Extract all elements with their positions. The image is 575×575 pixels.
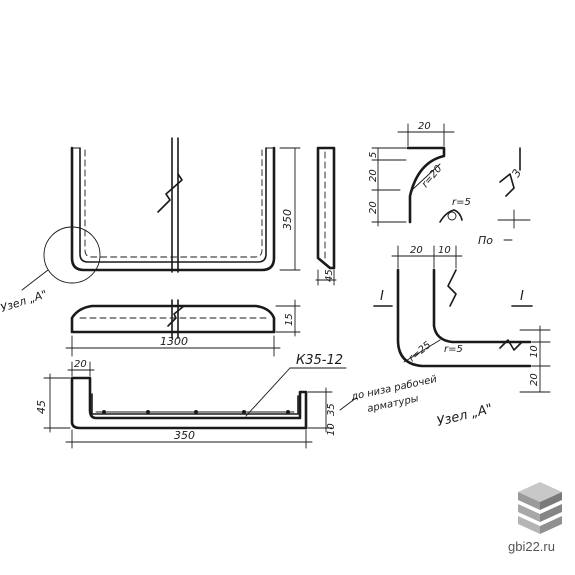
logo-layer-bot-right xyxy=(540,516,562,534)
dim-node-a-r2: r=5 xyxy=(444,344,463,355)
dim-node-a-w1: 20 xyxy=(410,245,423,256)
brand-logo xyxy=(518,482,562,534)
plan-break-zigzag xyxy=(157,173,183,213)
dt-small-circle xyxy=(447,211,457,221)
logo-layer-mid-left xyxy=(518,504,540,522)
node-a-ref-label: Узел „А" xyxy=(0,288,49,315)
dim-node-top-w: 20 xyxy=(418,121,431,132)
dim-node-a-h1: 10 xyxy=(529,345,540,358)
rebar-dot-5 xyxy=(286,410,290,414)
logo-layer-mid-right xyxy=(540,504,562,522)
rebar-leader xyxy=(245,367,291,417)
dt-profile xyxy=(406,146,446,224)
elevation-outline xyxy=(70,304,276,334)
po-label: По xyxy=(478,234,493,247)
rebar-dot-4 xyxy=(242,410,246,414)
node-a-detail: 20 10 I I r=25 r=5 10 20 Узел „А" xyxy=(373,245,551,430)
dim-plan-width: 1300 xyxy=(160,335,188,348)
dim-elev-offset: 15 xyxy=(284,313,295,326)
logo-layer-top-right xyxy=(540,492,562,510)
dim-node-a-h2: 20 xyxy=(529,373,540,386)
note-leader xyxy=(339,397,357,411)
rebar-dot-2 xyxy=(146,410,150,414)
rebar-dot-3 xyxy=(194,410,198,414)
section-outline xyxy=(70,376,308,430)
plan-outline-inner xyxy=(79,147,267,263)
brand-site: gbi22.ru xyxy=(508,539,555,554)
dim-node-top-h3: 20 xyxy=(368,201,379,214)
side-profile: 45 xyxy=(315,146,337,286)
na-outer-profile xyxy=(396,268,532,368)
node-a-callout-circle xyxy=(43,226,101,284)
dim-section-width: 350 xyxy=(174,429,195,442)
dim-node-small-r: r=5 xyxy=(452,197,471,208)
plan-view: Узел „А" 350 xyxy=(0,137,301,315)
dim-section-bottom: 10 xyxy=(326,423,337,436)
dim-plan-height: 350 xyxy=(281,209,294,230)
dim-node-top-h2: 20 xyxy=(368,169,379,182)
plan-outline-outer xyxy=(70,146,276,272)
rebar-mark-label: К35-12 xyxy=(296,353,343,368)
elevation-view: 15 1300 xyxy=(65,299,301,357)
dim-section-depth: 45 xyxy=(35,400,48,414)
logo-layer-bot-left xyxy=(518,516,540,534)
side-profile-outline xyxy=(316,146,336,270)
dim-section-right-h: 35 xyxy=(326,403,337,416)
plan-rebar-line xyxy=(84,149,263,258)
rebar-dot-1 xyxy=(102,410,106,414)
na-inner-profile xyxy=(432,268,532,344)
elevation-break-zigzag xyxy=(167,305,185,327)
section-mark-left: I xyxy=(380,289,384,304)
section-mark-right: I xyxy=(520,289,524,304)
dim-side-thickness: 45 xyxy=(324,269,335,282)
dt-small-arc xyxy=(439,209,463,223)
na-break-zigzag-2 xyxy=(499,339,523,351)
detail-top: 20 5 20 20 r=20 r=5 3 По xyxy=(368,121,531,247)
na-break-zigzag xyxy=(447,269,457,307)
dim-node-top-h1: 5 xyxy=(368,152,379,158)
na-radius-leader xyxy=(403,339,441,363)
node-a-callout-leader xyxy=(21,269,49,291)
cross-section: К35-12 20 45 350 35 10 до низа рабочей а… xyxy=(35,353,438,449)
dt-radius-leader xyxy=(411,163,441,191)
dim-node-a-r1: r=25 xyxy=(407,340,433,365)
section-rebar-mesh xyxy=(91,393,299,415)
dim-section-lip: 20 xyxy=(74,359,87,370)
logo-layer-top-left xyxy=(518,492,540,510)
dt-right-zigzag xyxy=(499,173,515,197)
dim-node-a-w2: 10 xyxy=(438,245,451,256)
node-a-title: Узел „А" xyxy=(435,402,494,430)
